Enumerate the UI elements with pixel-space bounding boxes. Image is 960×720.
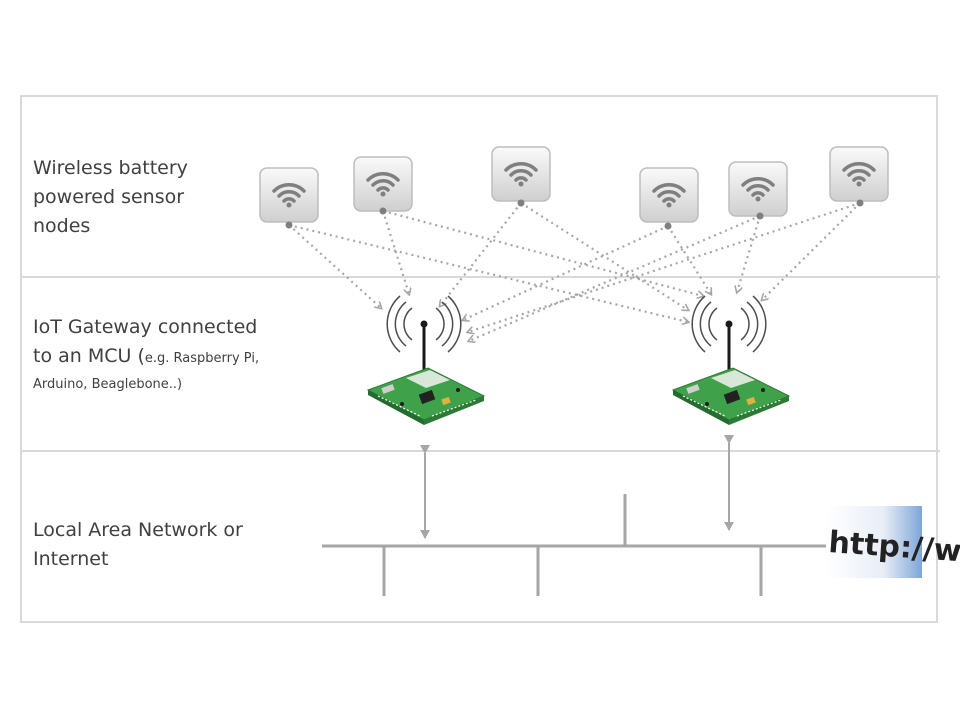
sensor-label-line3: nodes [33, 215, 91, 237]
wifi-icon [727, 160, 789, 218]
sensor-anchor-dots [285, 199, 864, 230]
sensor-label-line2: powered sensor [33, 186, 185, 208]
link-s4-g1 [463, 225, 669, 320]
gateway-1-circuit-board-icon [367, 367, 485, 426]
link-s4-g2 [667, 225, 711, 294]
url-banner: http://www [826, 506, 960, 578]
sensor-label-line1: Wireless battery [33, 157, 188, 179]
wireless-links [288, 201, 861, 341]
gateway-2-circuit-board-icon [672, 367, 790, 426]
sensor-row-label: Wireless battery powered sensor nodes [33, 154, 188, 241]
wifi-icon [638, 166, 700, 224]
gateway-2-antenna-icon [690, 294, 768, 374]
sensor-node-6 [828, 145, 890, 203]
link-s1-g2 [288, 223, 688, 322]
gateway-label-line3: Arduino, Beaglebone..) [33, 377, 183, 392]
wifi-icon [258, 166, 320, 224]
network-label-line2: Internet [33, 548, 109, 570]
wifi-icon [828, 145, 890, 203]
sensor-node-1 [258, 166, 320, 224]
link-s1-g1 [288, 224, 381, 308]
band-divider-2 [20, 450, 940, 452]
link-s6-g1 [468, 201, 861, 332]
sensor-node-3 [490, 145, 552, 203]
link-s6-g2 [762, 202, 861, 300]
link-s2-g2 [382, 209, 703, 296]
wifi-icon [490, 145, 552, 203]
link-s5-g2 [737, 215, 762, 292]
gateway-row-label: IoT Gateway connected to an MCU (e.g. Ra… [33, 313, 259, 397]
band-divider-1 [20, 276, 940, 278]
network-label-line1: Local Area Network or [33, 519, 243, 541]
link-s3-g1 [440, 202, 522, 306]
link-s2-g1 [381, 210, 409, 294]
gateway-label-line1: IoT Gateway connected [33, 316, 258, 338]
gateway-1-antenna-icon [385, 294, 463, 374]
sensor-node-5 [727, 160, 789, 218]
sensor-node-4 [638, 166, 700, 224]
diagram-frame [20, 95, 938, 623]
gateway-label-line2-small: e.g. Raspberry Pi, [144, 351, 260, 366]
network-bus [322, 494, 840, 596]
gateway-label-line2: to an MCU (e.g. Raspberry Pi, [33, 342, 259, 373]
wifi-icon [352, 155, 414, 213]
gateway-label-line2-main: to an MCU ( [33, 345, 145, 367]
sensor-node-2 [352, 155, 414, 213]
network-row-label: Local Area Network or Internet [33, 516, 243, 574]
